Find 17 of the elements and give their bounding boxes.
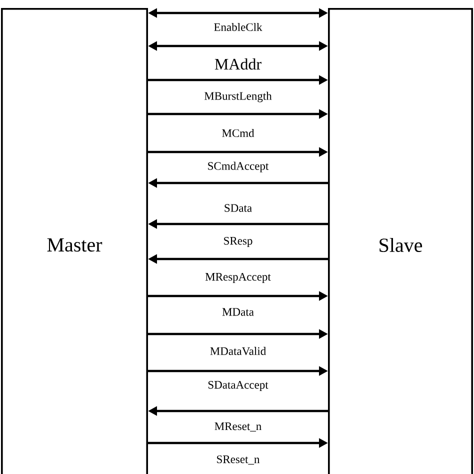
signal-label: SReset_n [217, 455, 260, 465]
signal-label: MDataValid [208, 346, 268, 356]
signal-label: MCmd [220, 128, 256, 138]
signal-label: MData [221, 307, 255, 317]
signal-label: MReset_n [213, 422, 263, 433]
signal-label: SResp [222, 236, 254, 248]
signal-label: SDataAccept [206, 380, 270, 392]
signal-label: MAddr [213, 57, 263, 71]
block-label: Master [47, 238, 102, 252]
signal-label: EnableClk [212, 22, 264, 32]
block-box [328, 8, 473, 474]
signal-label: SCmdAccept [206, 160, 270, 174]
block-box [1, 8, 148, 474]
signal-label: MBurstLength [203, 90, 273, 104]
block-label: Slave [380, 238, 422, 252]
signal-label: SData [222, 203, 254, 213]
signal-label: MRespAccept [204, 272, 272, 284]
